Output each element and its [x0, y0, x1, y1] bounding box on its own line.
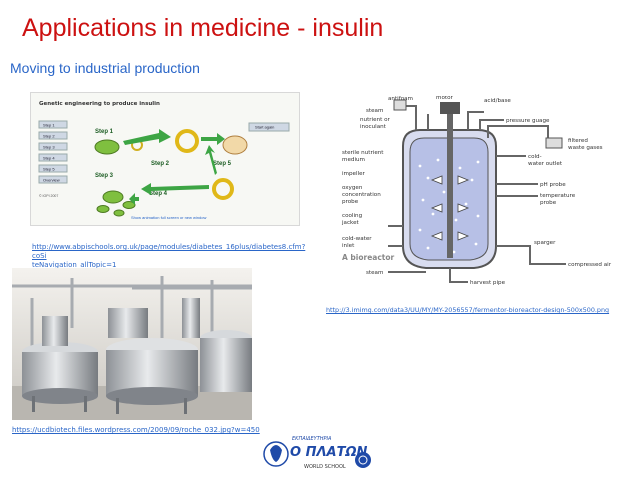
genetic-engineering-diagram: Genetic engineering to produce insulin S…	[30, 92, 300, 226]
process-arrows	[123, 129, 225, 205]
label-cold-water-outlet-2: water outlet	[528, 161, 563, 167]
step-label-1: Step 1	[95, 129, 114, 135]
label-jacket: jacket	[341, 220, 360, 226]
bioreactor-caption: A bioreactor	[342, 253, 395, 262]
label-nutrient: nutrient or	[360, 117, 391, 123]
step-button-1[interactable]: Step 1	[43, 123, 55, 128]
label-antifoam: antifoam	[388, 96, 413, 102]
label-acid-base: acid/base	[484, 98, 511, 104]
step-label-4: Step 4	[149, 191, 168, 197]
fermentor-image-link[interactable]: http://3.imimg.com/data3/UU/MY/MY-205655…	[326, 306, 610, 314]
diagram-copyright: © IOPI 2007	[39, 194, 58, 198]
abpischools-link[interactable]: http://www.abpischools.org.uk/page/modul…	[32, 243, 306, 270]
step-button-4[interactable]: Step 4	[43, 156, 55, 161]
slide-title: Applications in medicine - insulin	[22, 14, 384, 42]
step-label-2: Step 2	[151, 161, 170, 167]
diagram-heading: Genetic engineering to produce insulin	[39, 101, 160, 107]
diagram-footer-link[interactable]: Show animation full screen or new window	[131, 215, 206, 220]
impellers	[430, 175, 470, 241]
label-sterile-nutrient: sterile nutrient	[342, 150, 384, 156]
step-label-5: Step 5	[213, 161, 232, 167]
logo-greek-top: ΕΚΠΑΙΔΕΥΤΗΡΙΑ	[292, 436, 332, 442]
label-cooling: cooling	[342, 213, 363, 219]
label-cold-water-inlet-2: inlet	[342, 243, 355, 249]
label-filtered: filtered	[568, 138, 588, 144]
label-temperature-1: temperature	[540, 193, 576, 199]
tanks-photo-graphic	[12, 268, 252, 420]
photo-source-link[interactable]: https://ucdbiotech.files.wordpress.com/2…	[12, 426, 260, 434]
label-probe: probe	[342, 199, 359, 205]
school-logo: ΕΚΠΑΙΔΕΥΤΗΡΙΑ Ο ΠΛΑΤΩΝ WORLD SCHOOL	[262, 430, 374, 476]
step-button-list: Step 1 Step 2 Step 3 Step 4 Step 5 Overv…	[38, 120, 68, 184]
label-cold-water-outlet-1: cold-	[528, 154, 542, 160]
label-inoculant: inoculant	[360, 124, 387, 130]
start-again-button[interactable]: Start again	[255, 125, 274, 130]
step-button-5[interactable]: Step 5	[43, 167, 55, 172]
label-harvest-pipe: harvest pipe	[470, 280, 506, 286]
abpischools-link-line2[interactable]: teNavigation_allTopic=1	[32, 261, 117, 269]
step-button-2[interactable]: Step 2	[43, 134, 55, 139]
label-steam-bottom: steam	[366, 270, 383, 276]
label-medium: medium	[342, 157, 365, 163]
step-label-3: Step 3	[95, 173, 114, 179]
overview-button[interactable]: Overview	[43, 178, 60, 183]
label-pressure-gauge: pressure guage	[506, 118, 550, 124]
ib-emblem-icon	[355, 452, 371, 468]
label-oxygen: oxygen	[342, 185, 363, 191]
industrial-tanks-photo	[12, 268, 252, 420]
slide-subtitle: Moving to industrial production	[10, 60, 200, 76]
genetic-diagram-graphic: Genetic engineering to produce insulin S…	[38, 101, 290, 220]
bioreactor-graphic: antifoam motor acid/base steam nutrient …	[341, 95, 612, 286]
school-logo-graphic: ΕΚΠΑΙΔΕΥΤΗΡΙΑ Ο ΠΛΑΤΩΝ WORLD SCHOOL	[263, 436, 371, 470]
label-temperature-2: probe	[540, 200, 557, 206]
label-motor: motor	[436, 96, 453, 101]
abpischools-link-line1[interactable]: http://www.abpischools.org.uk/page/modul…	[32, 243, 306, 260]
label-ph-probe: pH probe	[540, 182, 566, 188]
bioreactor-diagram: antifoam motor acid/base steam nutrient …	[328, 95, 626, 292]
label-cold-water-inlet-1: cold-water	[342, 236, 372, 242]
label-compressed-air: compressed air	[568, 262, 612, 268]
label-impeller: impeller	[342, 171, 366, 177]
logo-greek-main: Ο ΠΛΑΤΩΝ	[290, 445, 367, 460]
label-sparger: sparger	[534, 240, 556, 246]
label-concentration: concentration	[342, 192, 381, 198]
label-steam-top: steam	[366, 108, 383, 114]
plasmid-illustrations	[94, 129, 248, 217]
step-button-3[interactable]: Step 3	[43, 145, 55, 150]
label-waste-gases: waste gases	[568, 145, 603, 151]
logo-world-school: WORLD SCHOOL	[304, 464, 346, 470]
